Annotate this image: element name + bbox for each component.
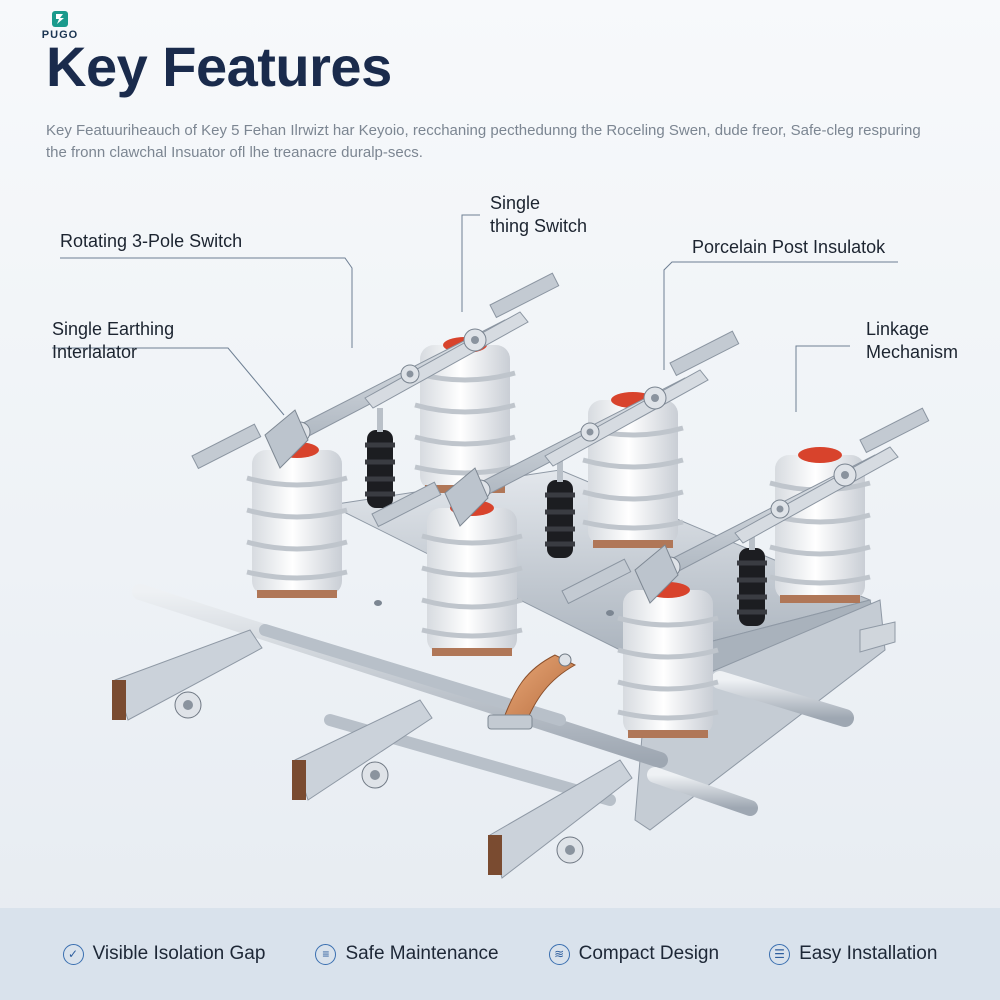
callout-leader-lines (52, 214, 898, 416)
callout-line: Linkage (866, 319, 930, 339)
copper-braid (487, 653, 577, 730)
callout-line: Interlalator (52, 342, 138, 362)
callout-line: Single Earthing (52, 319, 175, 339)
feature-visible-isolation-gap: ✓ Visible Isolation Gap (62, 943, 266, 965)
callout-line: Single (490, 193, 541, 213)
disconnect-switch-illustration (52, 214, 930, 879)
check-circle-icon: ✓ (62, 943, 84, 965)
callout-line: Mechanism (866, 342, 959, 362)
feature-label: Compact Design (578, 943, 720, 964)
intro-text: Key Featuuriheauch of Key 5 Fehan Ilrwiz… (46, 122, 921, 161)
callout-porcelain-post-insulator: Porcelain Post Insulatok (692, 237, 886, 257)
brand-name: PUGO (41, 29, 79, 41)
document-icon: ≡ (315, 943, 337, 965)
callout-line: thing Switch (490, 216, 588, 236)
pugo-logo-icon (52, 11, 68, 27)
brand-logo: PUGO (30, 10, 90, 41)
list-icon: ☰ (769, 943, 791, 965)
callout-single-thing-switch: Single thing Switch (490, 192, 587, 238)
feature-label: Safe Maintenance (345, 943, 499, 964)
feature-safe-maintenance: ≡ Safe Maintenance (315, 943, 499, 965)
feature-compact-design: ≋ Compact Design (548, 943, 720, 965)
callout-rotating-3-pole-switch: Rotating 3-Pole Switch (60, 231, 243, 251)
page-title: Key Features (46, 35, 392, 98)
feature-label: Visible Isolation Gap (92, 943, 266, 964)
feature-label: Easy Installation (799, 943, 938, 964)
earthing-arms (112, 629, 633, 879)
feature-easy-installation: ☰ Easy Installation (769, 943, 937, 965)
features-bar: ✓ Visible Isolation Gap ≡ Safe Maintenan… (0, 908, 1000, 1000)
stack-icon: ≋ (548, 943, 570, 965)
